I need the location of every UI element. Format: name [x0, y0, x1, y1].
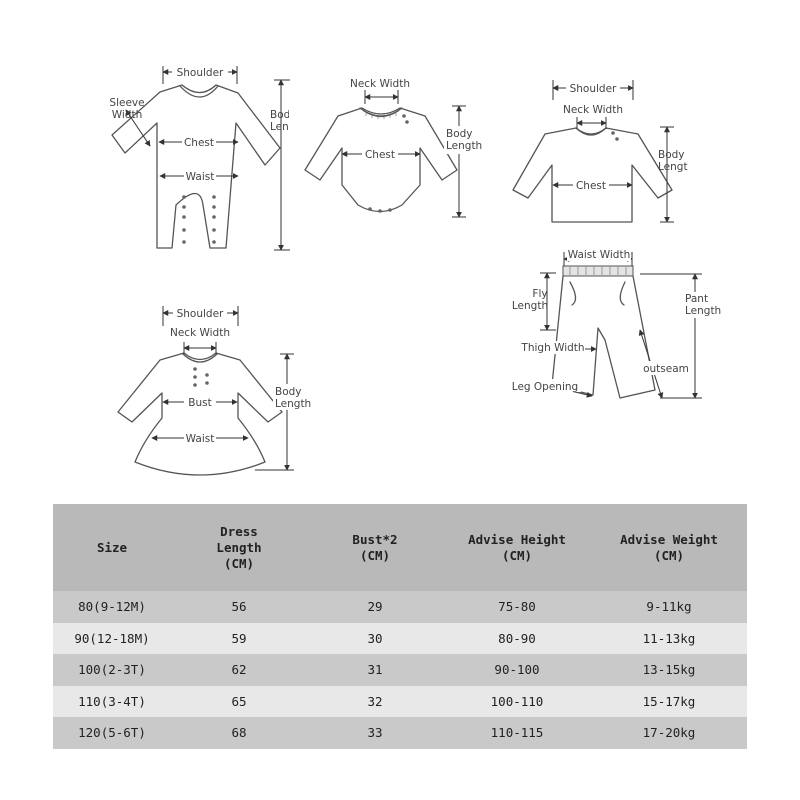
pants-fly-length-label: Length — [512, 300, 548, 312]
cell-advise-weight: 13-15kg — [591, 654, 747, 686]
shirt-body-label: Body — [658, 149, 685, 161]
cell-size: 120(5-6T) — [53, 717, 171, 749]
romper-chest-label: Chest — [184, 137, 214, 149]
table-row: 100(2-3T) 62 31 90-100 13-15kg — [53, 654, 747, 686]
dress-diagram: Shoulder Neck Width Bust Waist Body Leng… — [117, 306, 313, 476]
cell-advise-height: 110-115 — [443, 717, 591, 749]
table-row: 90(12-18M) 59 30 80-90 11-13kg — [53, 622, 747, 654]
bodysuit-neck-label: Neck Width — [350, 78, 410, 90]
romper-sleeve-label: Sleeve — [109, 97, 144, 109]
dress-shoulder-label: Shoulder — [177, 308, 224, 320]
dress-waist-label: Waist — [186, 433, 215, 445]
header-advise-height: Advise Height (CM) — [443, 504, 591, 591]
pants-pant-label: Pant — [685, 293, 708, 305]
size-chart-table: Size Dress Length (CM) Bust*2 (CM) Advis… — [53, 504, 747, 749]
dress-length-label: Length — [275, 398, 311, 410]
dress-neck-label: Neck Width — [170, 327, 230, 339]
cell-size: 80(9-12M) — [53, 591, 171, 623]
header-advise-weight: Advise Weight (CM) — [591, 504, 747, 591]
bodysuit-diagram: Neck Width Chest Body Length — [304, 78, 484, 218]
cell-dress-length: 68 — [171, 717, 307, 749]
garment-diagrams: Shoulder Sleeve Width Chest Waist Body L… — [109, 65, 723, 476]
romper-waist-label: Waist — [186, 171, 215, 183]
shirt-chest-label: Chest — [576, 180, 606, 192]
cell-advise-height: 80-90 — [443, 622, 591, 654]
romper-diagram: Shoulder Sleeve Width Chest Waist Body L… — [109, 65, 309, 251]
bodysuit-body-label: Body — [446, 128, 473, 140]
cell-dress-length: 56 — [171, 591, 307, 623]
pants-fly-label: Fly — [532, 288, 547, 300]
cell-advise-height: 100-110 — [443, 685, 591, 717]
pants-diagram: Waist Width Fly Length Thigh Width outse… — [511, 248, 723, 399]
pants-thigh-label: Thigh Width — [520, 342, 584, 354]
cell-bust: 33 — [307, 717, 443, 749]
cell-dress-length: 59 — [171, 622, 307, 654]
cell-size: 100(2-3T) — [53, 654, 171, 686]
bodysuit-length-label: Length — [446, 140, 482, 152]
pants-leg-opening-label: Leg Opening — [512, 381, 578, 393]
cell-dress-length: 65 — [171, 685, 307, 717]
cell-advise-height: 90-100 — [443, 654, 591, 686]
cell-advise-weight: 9-11kg — [591, 591, 747, 623]
cell-bust: 30 — [307, 622, 443, 654]
pants-length-label: Length — [685, 305, 721, 317]
header-dress-length: Dress Length (CM) — [171, 504, 307, 591]
pants-waist-label: Waist Width — [568, 249, 631, 261]
pants-outseam-label: outseam — [643, 363, 689, 375]
table-row: 80(9-12M) 56 29 75-80 9-11kg — [53, 591, 747, 623]
cell-advise-weight: 17-20kg — [591, 717, 747, 749]
romper-width-label: Width — [112, 109, 143, 121]
shirt-shoulder-label: Shoulder — [570, 83, 617, 95]
cell-dress-length: 62 — [171, 654, 307, 686]
cell-advise-weight: 15-17kg — [591, 685, 747, 717]
romper-shoulder-label: Shoulder — [177, 67, 224, 79]
shirt-diagram: Shoulder Neck Width Chest Body Length — [512, 80, 708, 223]
table-row: 110(3-4T) 65 32 100-110 15-17kg — [53, 685, 747, 717]
table-row: 120(5-6T) 68 33 110-115 17-20kg — [53, 717, 747, 749]
header-bust: Bust*2 (CM) — [307, 504, 443, 591]
cell-bust: 31 — [307, 654, 443, 686]
cell-bust: 32 — [307, 685, 443, 717]
bodysuit-chest-label: Chest — [365, 149, 395, 161]
shirt-length-label: Length — [658, 161, 694, 173]
cell-advise-weight: 11-13kg — [591, 622, 747, 654]
cell-size: 110(3-4T) — [53, 685, 171, 717]
table-header-row: Size Dress Length (CM) Bust*2 (CM) Advis… — [53, 504, 747, 591]
dress-bust-label: Bust — [188, 397, 211, 409]
shirt-neck-label: Neck Width — [563, 104, 623, 116]
cell-advise-height: 75-80 — [443, 591, 591, 623]
header-size: Size — [53, 504, 171, 591]
cell-bust: 29 — [307, 591, 443, 623]
cell-size: 90(12-18M) — [53, 622, 171, 654]
dress-body-label: Body — [275, 386, 302, 398]
